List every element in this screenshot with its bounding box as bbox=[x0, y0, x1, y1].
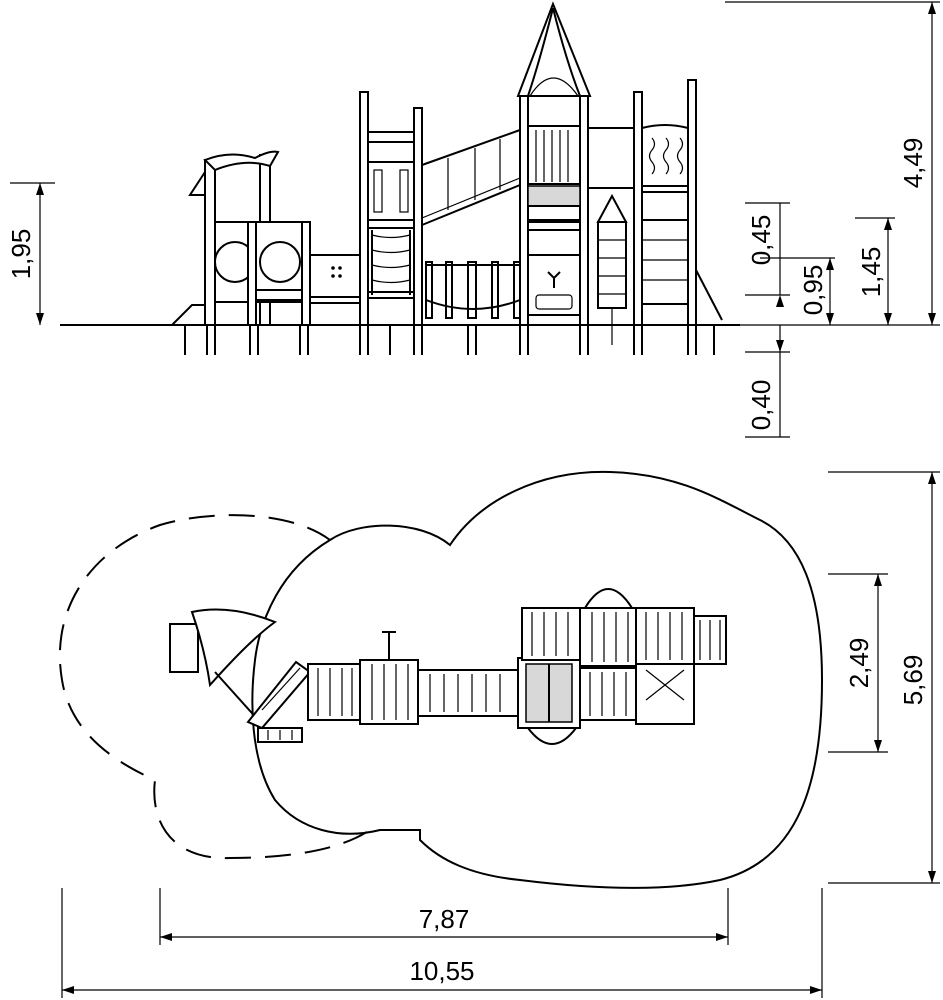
dim-plan-length-inner: 7,87 bbox=[159, 888, 729, 945]
dim-plan-width-inner: 2,49 bbox=[828, 573, 888, 753]
dim-label-5-69: 5,69 bbox=[898, 655, 928, 706]
lower-fence bbox=[425, 261, 521, 319]
foundation-posts bbox=[184, 325, 715, 355]
dim-label-0-40: 0,40 bbox=[746, 380, 776, 431]
dim-plan-width-outer: 5,69 bbox=[828, 471, 940, 884]
dim-label-0-95: 0,95 bbox=[798, 265, 828, 316]
dim-label-4-49: 4,49 bbox=[898, 138, 928, 189]
side-elevation: 1,95 4,49 1,45 0,95 bbox=[6, 1, 940, 438]
right-tower bbox=[587, 79, 723, 326]
main-tower bbox=[516, 1, 592, 326]
plan-decks bbox=[307, 657, 695, 729]
plan-view: 2,49 5,69 7,87 10,55 bbox=[58, 470, 940, 998]
dashed-safety-zone bbox=[58, 514, 371, 860]
middle-tower bbox=[359, 91, 423, 326]
dim-plan-length-outer: 10,55 bbox=[61, 888, 823, 998]
left-tower bbox=[188, 150, 311, 326]
dim-label-7-87: 7,87 bbox=[419, 904, 470, 934]
left-slide bbox=[171, 304, 205, 326]
dim-offset-095: 0,95 bbox=[760, 257, 835, 325]
plan-slide bbox=[246, 660, 312, 743]
dim-foundation-depth: 0,40 bbox=[745, 325, 790, 438]
plan-upper-decks bbox=[382, 588, 727, 745]
low-bridge bbox=[309, 254, 361, 304]
plan-flag bbox=[169, 608, 278, 723]
dim-side-height-left: 1,95 bbox=[6, 182, 55, 325]
dim-label-0-45: 0,45 bbox=[746, 215, 776, 266]
dim-label-10-55: 10,55 bbox=[409, 956, 474, 986]
dim-offset-045: 0,45 bbox=[745, 202, 790, 307]
solid-safety-zone bbox=[251, 470, 824, 889]
dim-offset-145: 1,45 bbox=[855, 217, 895, 325]
inclined-bridge bbox=[421, 129, 521, 226]
net-ladder bbox=[596, 193, 628, 345]
dim-label-1-95: 1,95 bbox=[6, 229, 36, 280]
dim-total-height: 4,49 bbox=[725, 1, 940, 326]
dim-label-1-45: 1,45 bbox=[856, 247, 886, 298]
dim-label-2-49: 2,49 bbox=[844, 638, 874, 689]
